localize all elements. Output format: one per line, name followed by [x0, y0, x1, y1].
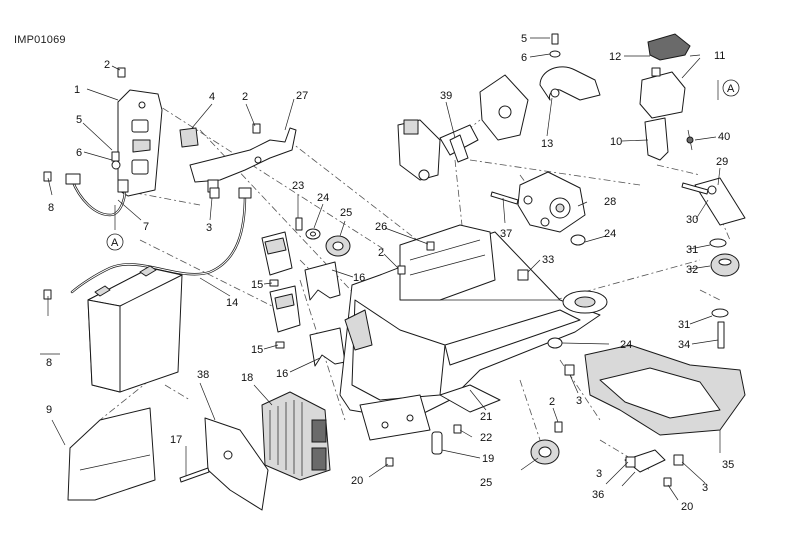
label-39: 39: [440, 90, 452, 102]
label-15: 15: [251, 279, 263, 291]
label-2: 2: [378, 247, 384, 259]
label-17: 17: [170, 434, 182, 446]
part-16-holder-upper: [304, 261, 341, 301]
part-29-bracket: [694, 177, 746, 226]
part-10-bracket: [644, 117, 669, 161]
label-1: 1: [74, 84, 80, 96]
label-10: 10: [610, 136, 622, 148]
label-3: 3: [596, 468, 602, 480]
part-15-fuse-box-upper: [261, 231, 293, 276]
connector-marker-right: A: [717, 79, 740, 100]
label-30: 30: [686, 214, 698, 226]
label-11: 11: [714, 50, 725, 62]
label-20: 20: [681, 501, 693, 513]
part-40-tie: [686, 129, 694, 151]
battery: [87, 265, 183, 393]
part-11-relay: [639, 33, 691, 119]
label-6: 6: [76, 147, 82, 159]
label-28: 28: [604, 196, 616, 208]
label-8: 8: [46, 357, 52, 369]
label-12: 12: [609, 51, 621, 63]
part-39-coil-assembly: [397, 74, 529, 181]
part-35-heat-shield: [584, 344, 746, 436]
label-14: 14: [226, 297, 238, 309]
label-35: 35: [722, 459, 734, 471]
label-22: 22: [480, 432, 492, 444]
label-37: 37: [500, 228, 512, 240]
label-4: 4: [209, 91, 215, 103]
label-23: 23: [292, 180, 304, 192]
part-24-washer: [305, 228, 321, 240]
part-33-clip: [517, 269, 529, 281]
reference-numbers: 1 2 2 2 2 3 3 3 3 4 5 5 6 6 7 8 8 9 10 1…: [46, 33, 734, 513]
label-25: 25: [480, 477, 492, 489]
label-8: 8: [48, 202, 54, 214]
part-25-grommet-upper: [325, 235, 351, 257]
label-38: 38: [197, 369, 209, 381]
fasteners: [43, 67, 672, 487]
label-15: 15: [251, 344, 263, 356]
label-31: 31: [678, 319, 690, 331]
label-3: 3: [576, 395, 582, 407]
label-2: 2: [549, 396, 555, 408]
label-18: 18: [241, 372, 253, 384]
svg-text:A: A: [111, 237, 119, 249]
label-36: 36: [592, 489, 604, 501]
part-30-bolt: [681, 182, 709, 195]
label-34: 34: [678, 339, 690, 351]
part-19-spacer: [431, 431, 443, 455]
label-5: 5: [521, 33, 527, 45]
label-2: 2: [242, 91, 248, 103]
drawing-code: IMP01069: [14, 34, 66, 46]
part-32-grommet: [710, 253, 740, 277]
part-13-bracket: [539, 66, 601, 101]
part-31-washer-lower: [711, 308, 729, 318]
part-18-regulator: [261, 391, 331, 481]
label-16: 16: [276, 368, 288, 380]
label-24: 24: [620, 339, 632, 351]
part-16-holder-lower: [309, 327, 346, 367]
part-4-pad: [179, 127, 199, 148]
part-31-washer-upper: [709, 238, 727, 248]
label-25: 25: [340, 207, 352, 219]
part-28-actuator: [517, 171, 586, 233]
part-38-cover: [204, 417, 269, 511]
label-24: 24: [604, 228, 616, 240]
label-33: 33: [542, 254, 554, 266]
part-21-main-tray: [339, 224, 608, 441]
label-9: 9: [46, 404, 52, 416]
label-19: 19: [482, 453, 494, 465]
label-3: 3: [206, 222, 212, 234]
part-34-bolt: [717, 321, 725, 349]
label-6: 6: [521, 52, 527, 64]
connector-marker-left: A: [106, 205, 124, 251]
part-15-fuse-box-lower: [269, 285, 301, 333]
leader-lines: [40, 37, 721, 501]
label-31: 31: [686, 244, 698, 256]
part-6-washer-top: [549, 50, 561, 58]
label-7: 7: [143, 221, 149, 233]
label-27: 27: [296, 90, 308, 102]
label-40: 40: [718, 131, 730, 143]
label-29: 29: [716, 156, 728, 168]
part-7-cable: [65, 173, 129, 217]
label-32: 32: [686, 264, 698, 276]
part-37-bolt: [490, 191, 519, 205]
label-16: 16: [353, 272, 365, 284]
label-3: 3: [702, 482, 708, 494]
part-9-cover: [67, 407, 156, 501]
label-26: 26: [375, 221, 387, 233]
part-14-cable: [70, 187, 252, 294]
svg-text:A: A: [727, 83, 735, 95]
part-5-bolt-top: [551, 33, 559, 45]
label-21: 21: [480, 411, 492, 423]
part-3-clips: [209, 187, 684, 468]
label-5: 5: [76, 114, 82, 126]
label-20: 20: [351, 475, 363, 487]
part-27-bracket: [189, 127, 297, 193]
label-13: 13: [541, 138, 553, 150]
label-24: 24: [317, 192, 329, 204]
label-2: 2: [104, 59, 110, 71]
